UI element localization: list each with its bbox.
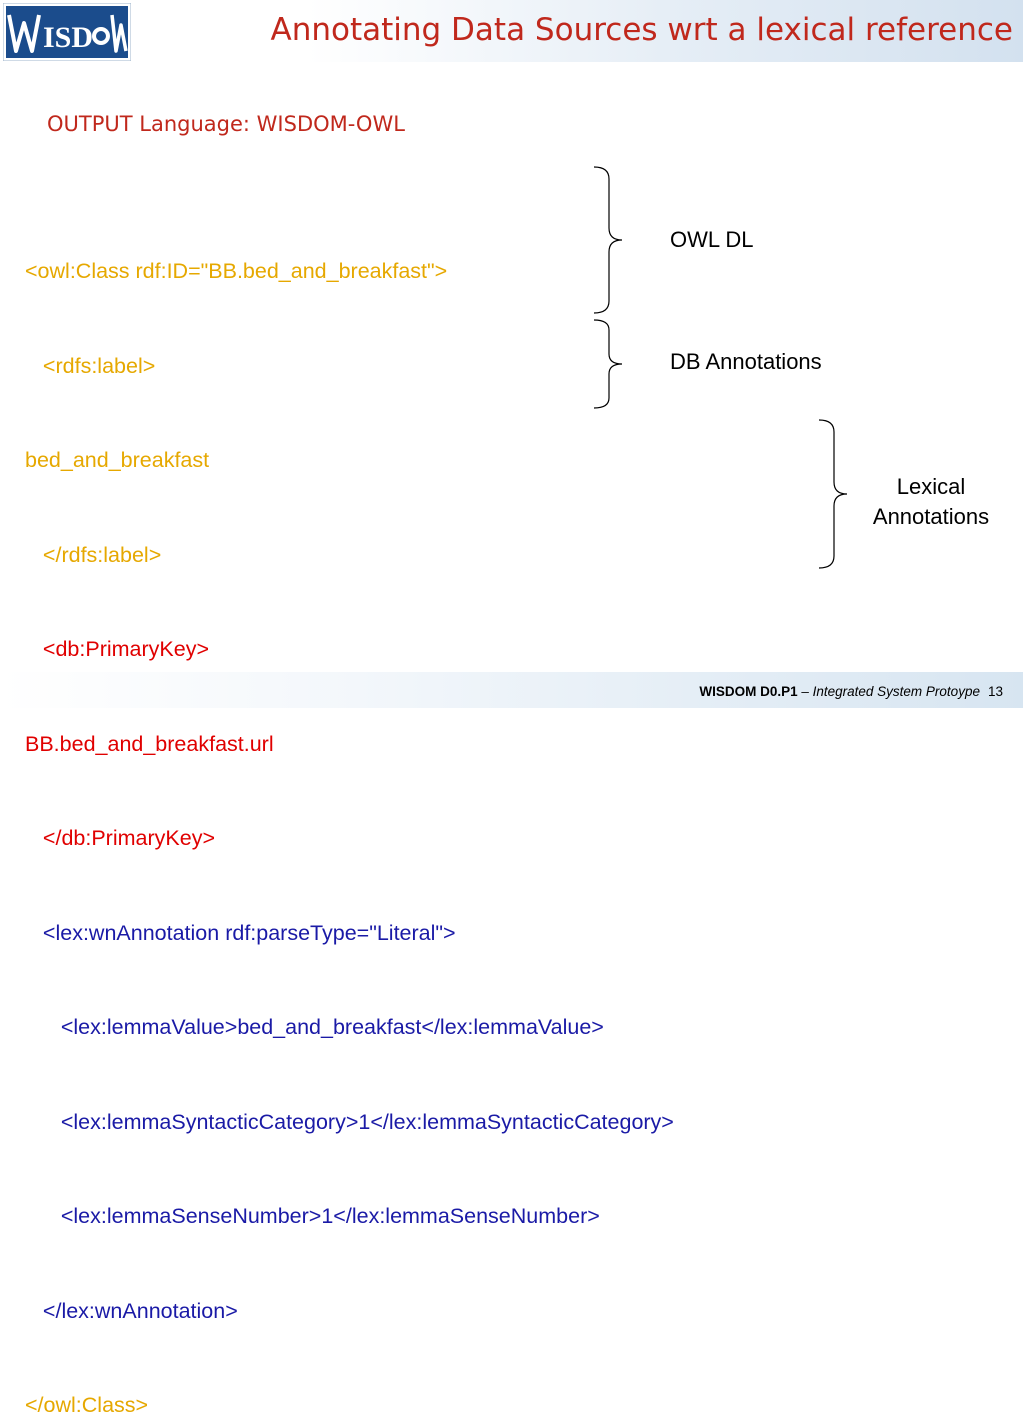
code-line: </rdfs:label> — [25, 542, 162, 567]
slide-title: Annotating Data Sources wrt a lexical re… — [270, 12, 1013, 48]
lexical-label-line: Annotations — [872, 504, 990, 529]
code-line: <db:PrimaryKey> — [25, 637, 210, 661]
code-line: </owl:Class> — [25, 1393, 149, 1416]
code-line: <owl:Class rdf:ID="BB.bed_and_breakfast"… — [25, 259, 448, 283]
wisdom-logo: ISD — [3, 3, 131, 61]
header-band — [0, 0, 1023, 62]
footer-band — [0, 672, 1023, 708]
page-number: 13 — [987, 684, 1003, 699]
code-line: <lex:lemmaValue>bed_and_breakfast</lex:l… — [25, 1015, 604, 1039]
code-line: <lex:lemmaSenseNumber>1</lex:lemmaSenseN… — [25, 1204, 600, 1228]
code-line: bed_and_breakfast — [25, 448, 210, 472]
lexical-annotations-label: Lexical Annotations — [851, 472, 1011, 532]
footer: WISDOM D0.P1 – Integrated System Protoyp… — [699, 684, 1003, 699]
footer-project: WISDOM D0.P1 — [699, 684, 798, 699]
owl-dl-label: OWL DL — [670, 227, 754, 252]
code-line: <lex:lemmaSyntacticCategory>1</lex:lemma… — [25, 1109, 674, 1134]
svg-text:ISD: ISD — [43, 21, 93, 54]
code-listing: <owl:Class rdf:ID="BB.bed_and_breakfast"… — [25, 193, 674, 1416]
section-subtitle: OUTPUT Language: WISDOM-OWL — [47, 112, 405, 136]
code-line: <rdfs:label> — [25, 353, 156, 378]
code-line: BB.bed_and_breakfast.url — [25, 731, 274, 756]
footer-description: – Integrated System Protoype — [797, 684, 980, 699]
lexical-label-line: Lexical — [896, 474, 966, 499]
code-line: </db:PrimaryKey> — [25, 826, 215, 850]
db-annotations-brace — [593, 319, 623, 409]
lexical-annotations-brace — [818, 419, 848, 569]
code-line: <lex:wnAnnotation rdf:parseType="Literal… — [25, 920, 456, 945]
owl-dl-brace — [593, 166, 623, 314]
code-line: </lex:wnAnnotation> — [25, 1298, 238, 1323]
db-annotations-label: DB Annotations — [670, 349, 822, 374]
